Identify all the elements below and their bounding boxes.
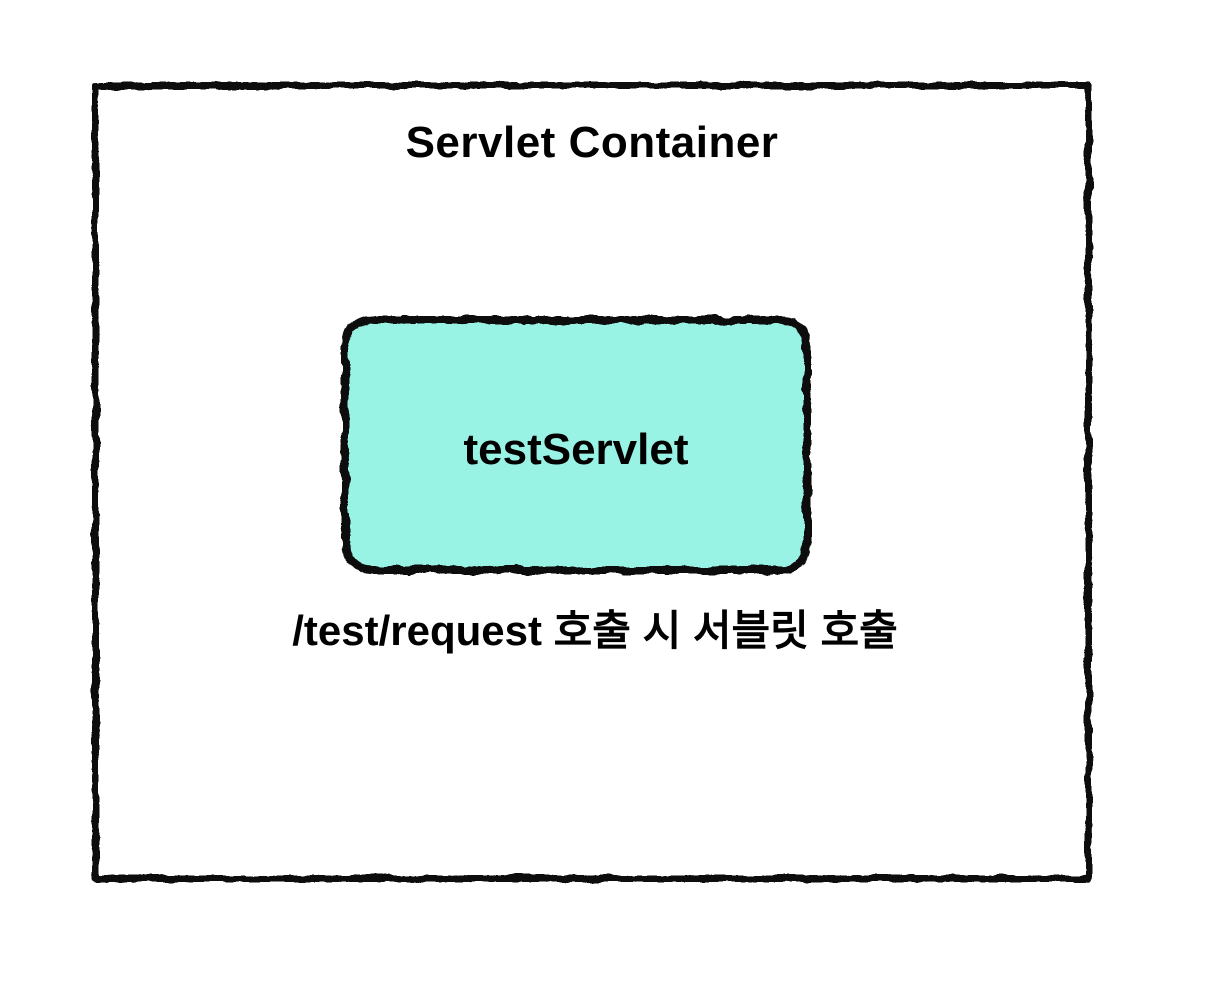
servlet-box — [341, 316, 811, 574]
servlet-box-label: testServlet — [463, 425, 689, 474]
servlet-container-box — [92, 82, 1092, 882]
caption-text: /test/request 호출 시 서블릿 호출 — [292, 607, 898, 654]
servlet-container-title: Servlet Container — [405, 118, 779, 167]
